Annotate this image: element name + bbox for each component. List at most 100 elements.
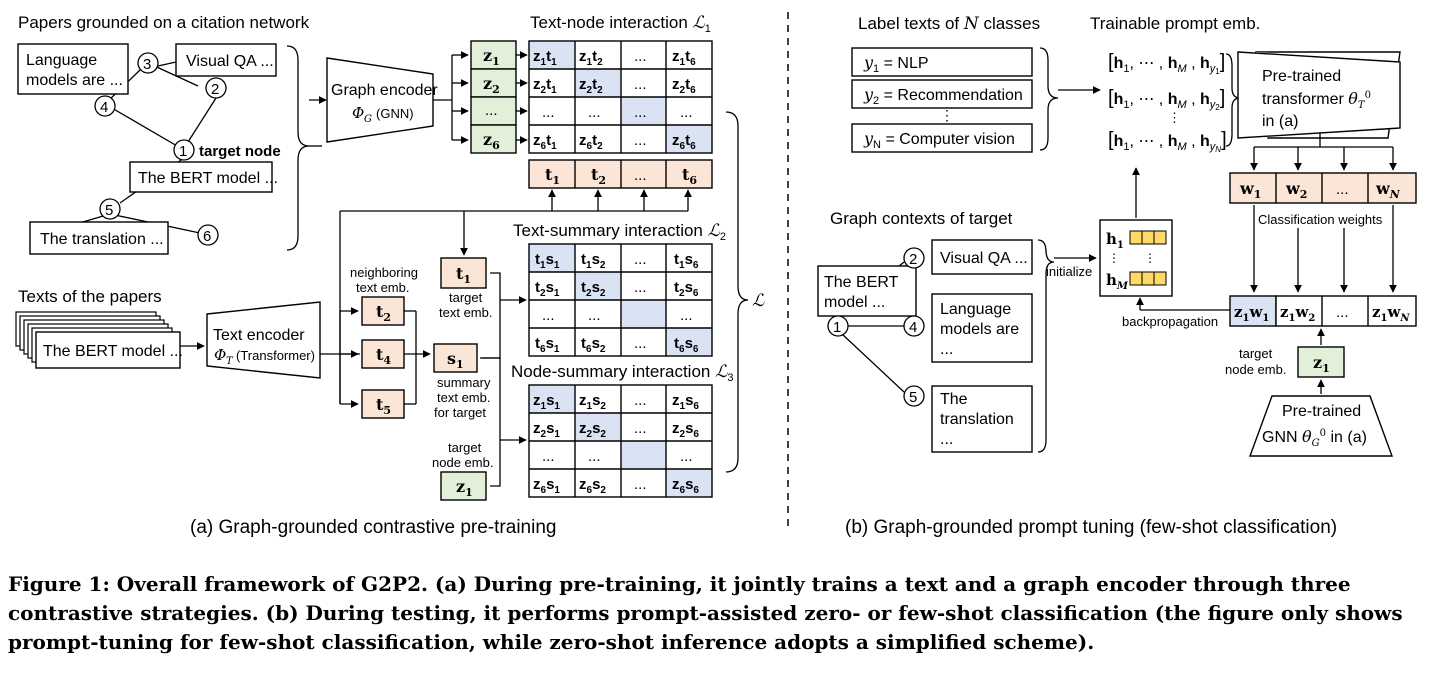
svg-text:...: ... xyxy=(1336,181,1349,198)
context-bert-box: The BERT model ... xyxy=(817,265,917,317)
text-summary-matrix: t1s1 t1s2 ... t1s6 t2s1 t2s2 ... t2s6 ..… xyxy=(528,243,713,357)
svg-text:translation: translation xyxy=(940,411,1014,428)
svg-text:Visual QA ...: Visual QA ... xyxy=(186,53,274,70)
svg-text:...: ... xyxy=(634,335,647,352)
svg-text:⋮: ⋮ xyxy=(1168,110,1181,125)
target-text-label: target xyxy=(449,290,483,305)
prompt-embedding-box: h1 ⋮ hM ⋮ xyxy=(1099,219,1173,297)
svg-text:6: 6 xyxy=(203,228,211,245)
neighboring-label: neighboring xyxy=(350,265,418,280)
text-node-matrix: z1t1 z1t2 ... z1t6 z2t1 z2t2 ... z2t6 ..… xyxy=(528,40,713,154)
classification-weights-row: w1 w2 ... wN xyxy=(1229,172,1417,204)
loss-brace xyxy=(725,111,749,473)
subcaption-b: (b) Graph-grounded prompt tuning (few-sh… xyxy=(845,517,1337,538)
svg-text:...: ... xyxy=(634,476,647,493)
target-node-embedding-b: z1 xyxy=(1297,346,1345,378)
svg-text:Φ: Φ xyxy=(214,346,226,364)
svg-text:z6t6: z6t6 xyxy=(672,132,696,152)
svg-text:...: ... xyxy=(542,104,555,121)
context-language: Language models are ... xyxy=(931,293,1033,363)
backpropagation-label: backpropagation xyxy=(1122,314,1218,329)
svg-text:...: ... xyxy=(940,341,953,358)
summary-embedding: s1 xyxy=(433,343,478,373)
summary-label: summary xyxy=(437,375,491,390)
svg-text:t1s2: t1s2 xyxy=(581,251,606,271)
backprop-path xyxy=(1136,297,1230,311)
svg-text:...: ... xyxy=(542,307,555,324)
svg-text:...: ... xyxy=(588,104,601,121)
summary-label-2: text emb. xyxy=(437,390,490,405)
svg-text:in (a): in (a) xyxy=(1262,113,1298,130)
svg-text:z1s6: z1s6 xyxy=(672,392,699,412)
trainable-prompt-title: Trainable prompt emb. xyxy=(1090,14,1260,33)
svg-text:t1s6: t1s6 xyxy=(674,251,699,271)
svg-text:2: 2 xyxy=(211,81,219,98)
paper-language: Language models are ... xyxy=(17,43,129,95)
target-node-emb-label-b: target xyxy=(1239,346,1273,361)
svg-text:5: 5 xyxy=(105,202,113,219)
svg-text:z2t1: z2t1 xyxy=(533,76,557,96)
svg-text:...: ... xyxy=(634,104,647,121)
svg-text:The BERT: The BERT xyxy=(824,274,899,291)
target-node-label: target node xyxy=(199,143,281,160)
label-text-boxes: y1 = NLP y2 = Recommendation ⋮ yN = Comp… xyxy=(851,47,1033,153)
context-nodes: 1 2 4 5 xyxy=(827,247,925,407)
citation-network-title: Papers grounded on a citation network xyxy=(18,13,310,32)
svg-text:⋮: ⋮ xyxy=(1108,251,1120,265)
paper-visual-qa: Visual QA ... xyxy=(175,43,277,77)
svg-text:transformer θT0: transformer θT0 xyxy=(1262,89,1371,111)
context-brace xyxy=(1037,239,1055,453)
label-texts-title: Label texts of N classes xyxy=(858,14,1040,34)
prompt-sequences: [h1, ⋯ , hM , hy1] [h1, ⋯ , hM , hy2] ⋮ … xyxy=(1108,51,1227,154)
svg-text:z2t6: z2t6 xyxy=(672,76,696,96)
svg-text:[h1, ⋯ , hM , hyN]: [h1, ⋯ , hM , hyN] xyxy=(1108,129,1227,154)
brace-graph xyxy=(286,45,310,251)
svg-text:1: 1 xyxy=(179,143,187,160)
graph-contexts-title: Graph contexts of target xyxy=(830,209,1013,228)
neighboring-label-2: text emb. xyxy=(356,280,409,295)
target-node-embedding: z1 xyxy=(440,471,487,501)
svg-text:z1t6: z1t6 xyxy=(672,48,696,68)
svg-text:z2s2: z2s2 xyxy=(579,420,606,440)
svg-text:z1s1: z1s1 xyxy=(533,392,560,412)
graph-encoder-fanout xyxy=(433,51,469,144)
svg-text:The translation ...: The translation ... xyxy=(40,231,164,248)
text-encoder-fanout xyxy=(320,307,431,408)
svg-text:t6s1: t6s1 xyxy=(535,335,560,355)
initialize-label: initialize xyxy=(1046,264,1092,279)
svg-text:Visual QA ...: Visual QA ... xyxy=(940,250,1028,267)
svg-text:The BERT model ...: The BERT model ... xyxy=(43,343,183,360)
svg-text:z6t2: z6t2 xyxy=(579,132,603,152)
svg-text:3: 3 xyxy=(143,56,151,73)
svg-text:...: ... xyxy=(588,448,601,465)
svg-text:Text encoder: Text encoder xyxy=(213,327,305,344)
svg-text:models are ...: models are ... xyxy=(26,72,123,89)
score-row: z1w1 z1w2 ... z1wN xyxy=(1229,295,1417,327)
svg-text:z2s1: z2s1 xyxy=(533,420,560,440)
texts-title: Texts of the papers xyxy=(18,287,162,306)
svg-text:Language: Language xyxy=(26,52,97,69)
target-node-emb-label-b2: node emb. xyxy=(1225,362,1286,377)
paper-translation: The translation ... xyxy=(29,221,169,255)
svg-text:y2 = Recommendation: y2 = Recommendation xyxy=(863,85,1023,107)
node-embedding-column: z1 z2 ... z6 xyxy=(470,40,517,154)
svg-text:Graph encoder: Graph encoder xyxy=(331,82,438,99)
target-text-label-2: text emb. xyxy=(439,305,492,320)
label-brace xyxy=(1039,47,1059,151)
svg-text:...: ... xyxy=(634,279,647,296)
svg-text:4: 4 xyxy=(100,99,108,116)
graph-encoder: Graph encoder Φ G (GNN) xyxy=(326,57,438,143)
citation-nodes: 3 2 4 1 5 6 xyxy=(94,52,227,246)
pretrained-transformer: Pre-trained transformer θT0 in (a) xyxy=(1237,51,1401,139)
svg-text:z6s1: z6s1 xyxy=(533,476,560,496)
svg-text:...: ... xyxy=(680,448,693,465)
svg-text:y1 = NLP: y1 = NLP xyxy=(863,53,929,75)
svg-text:...: ... xyxy=(634,76,647,93)
node-summary-title: Node-summary interaction ℒ3 xyxy=(511,362,733,384)
svg-text:z6s6: z6s6 xyxy=(672,476,699,496)
svg-text:...: ... xyxy=(542,448,555,465)
svg-text:...: ... xyxy=(634,167,647,184)
svg-text:GNN θG0 in (a): GNN θG0 in (a) xyxy=(1262,427,1367,449)
svg-text:(Transformer): (Transformer) xyxy=(236,348,315,363)
